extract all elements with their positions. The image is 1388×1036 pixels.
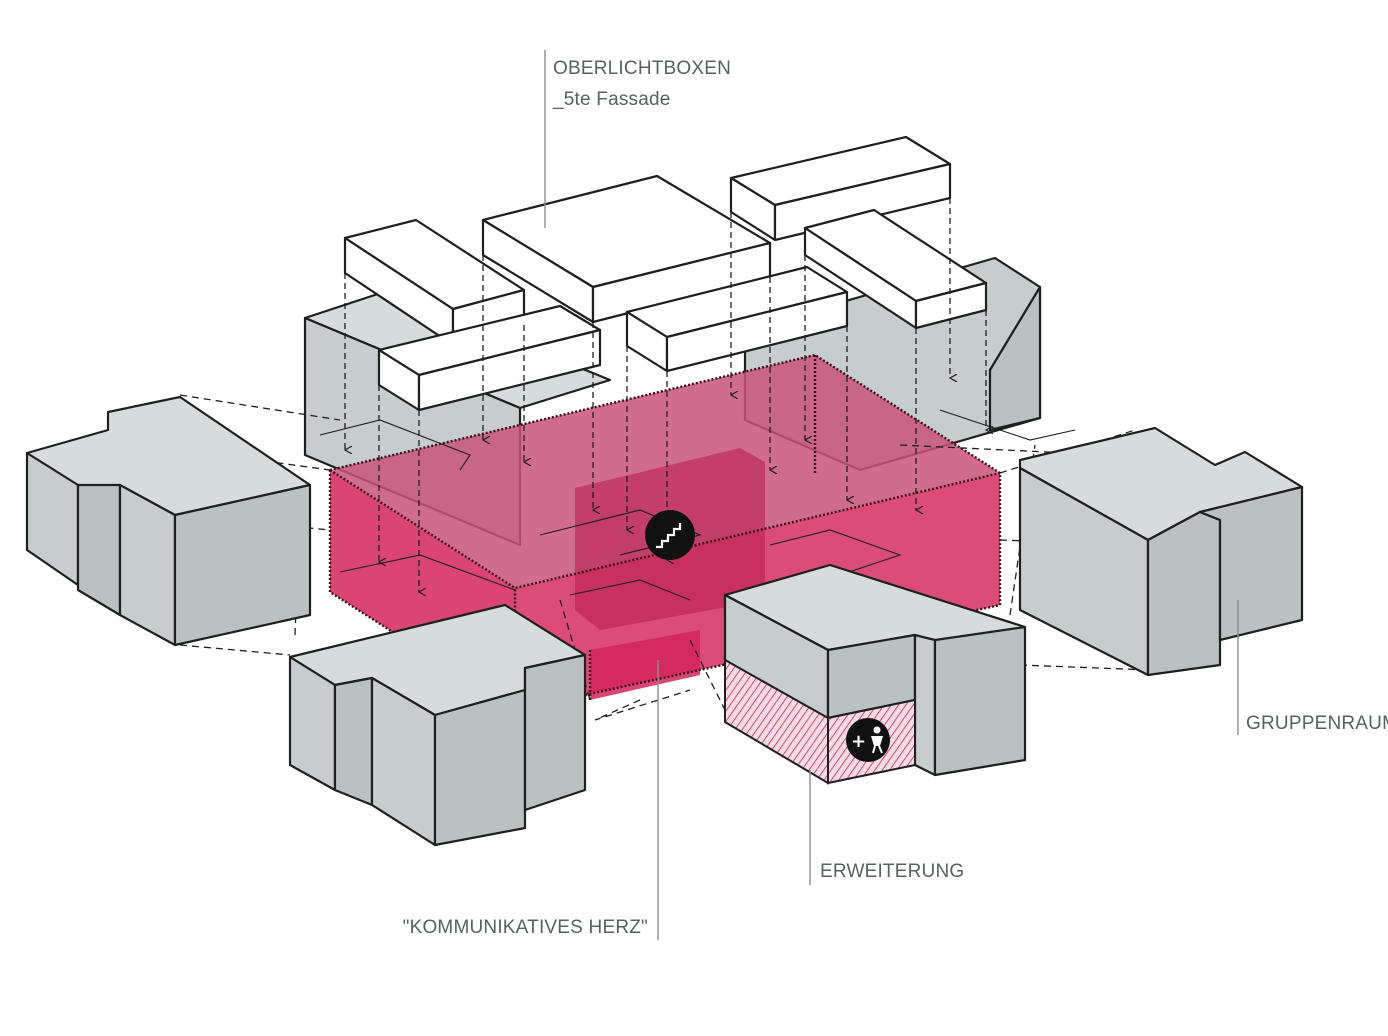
skylight-title: OBERLICHTBOXEN xyxy=(553,58,731,79)
front-left-grey-volume xyxy=(288,603,587,847)
skylight-box-front-left xyxy=(377,304,602,412)
child-plus-icon: + xyxy=(846,718,890,762)
svg-text:+: + xyxy=(851,731,866,752)
group-room-label: GRUPPENRAUM xyxy=(1246,713,1388,734)
skylight-box-left xyxy=(343,218,526,347)
extension-label: ERWEITERUNG xyxy=(820,861,964,882)
projection-arrows xyxy=(345,198,986,592)
heart-label: "KOMMUNIKATIVES HERZ" xyxy=(403,917,648,938)
skylight-subtitle: _5te Fassade xyxy=(552,89,671,110)
skylight-box-right xyxy=(803,208,988,330)
left-grey-volume xyxy=(25,395,312,647)
stairs-icon xyxy=(645,510,695,560)
extension-volume xyxy=(723,563,1027,785)
right-grey-volume xyxy=(1018,426,1304,677)
skylight-box-front-right xyxy=(625,265,849,373)
